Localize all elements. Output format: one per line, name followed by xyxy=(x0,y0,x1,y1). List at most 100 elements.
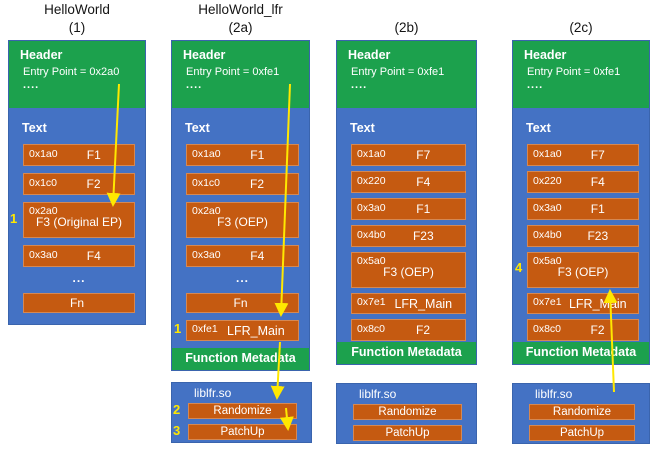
ellipsis: ... xyxy=(72,271,86,285)
library-function-patchup: PatchUp xyxy=(188,424,297,440)
function-address: 0x220 xyxy=(533,174,562,187)
function-name: F3 (OEP) xyxy=(383,265,434,279)
function-list: 0x1a0 F1 0x1c0 F2 0x2a0 F3 (Original EP)… xyxy=(23,144,135,313)
function-row: 0x1a0 F1 xyxy=(186,144,299,166)
function-name: F3 (Original EP) xyxy=(35,215,123,229)
function-address: 0x1a0 xyxy=(357,147,386,160)
library-function-randomize: Randomize xyxy=(529,404,635,420)
function-name: F1 xyxy=(250,148,265,162)
function-row-lfr-main: 0xfe1 LFR_Main xyxy=(186,320,299,341)
variant-label: (2b) xyxy=(394,20,419,35)
function-name: F4 xyxy=(250,249,265,263)
function-row: 0x1a0 F7 xyxy=(527,144,639,166)
function-name: F23 xyxy=(412,229,434,243)
function-name: F7 xyxy=(590,148,605,162)
library-function-patchup: PatchUp xyxy=(353,425,462,441)
function-address: 0x4b0 xyxy=(533,228,562,241)
function-row: 0x3a0 F4 xyxy=(186,245,299,267)
function-row: Fn xyxy=(23,293,135,313)
ellipsis: .... xyxy=(23,79,40,91)
function-address: 0x3a0 xyxy=(533,201,562,214)
step-marker-1: 1 xyxy=(174,321,182,336)
function-metadata-bar: Function Metadata xyxy=(337,342,476,364)
function-name: Fn xyxy=(69,296,84,310)
binary-panel-2b: Header Entry Point = 0xfe1 .... Text 0x1… xyxy=(336,40,477,365)
function-row-lfr-main: 0x7e1 LFR_Main xyxy=(351,293,466,314)
text-section-label: Text xyxy=(350,121,375,135)
text-section-label: Text xyxy=(22,121,47,135)
elf-header-section: Header Entry Point = 0xfe1 .... xyxy=(513,41,649,108)
function-address: 0x3a0 xyxy=(357,201,386,214)
function-name: F1 xyxy=(590,202,605,216)
function-address: 0x2a0 xyxy=(29,205,58,217)
binary-name: HelloWorld_lfr xyxy=(198,2,283,17)
function-row: 0x1a0 F1 xyxy=(23,144,135,166)
function-name: F1 xyxy=(416,202,431,216)
variant-label: (1) xyxy=(68,20,86,35)
function-name: F4 xyxy=(86,249,101,263)
elf-header-section: Header Entry Point = 0xfe1 .... xyxy=(172,41,309,108)
function-address: 0x8c0 xyxy=(357,322,386,335)
liblfr-box-2a: liblfr.so Randomize PatchUp xyxy=(171,382,312,443)
function-address: 0x1c0 xyxy=(192,176,221,189)
function-list: 0x1a0 F7 0x220 F4 0x3a0 F1 0x4b0 F23 0x5… xyxy=(527,144,639,341)
function-list: 0x1a0 F7 0x220 F4 0x3a0 F1 0x4b0 F23 0x5… xyxy=(351,144,466,341)
function-address: 0x1c0 xyxy=(29,176,58,189)
library-function-randomize: Randomize xyxy=(353,404,462,420)
function-name: F1 xyxy=(86,148,101,162)
elf-header-section: Header Entry Point = 0xfe1 .... xyxy=(337,41,476,108)
function-address: 0x7e1 xyxy=(357,296,386,308)
function-row-entry-point: 0x2a0 F3 (Original EP) xyxy=(23,202,135,238)
text-section-label: Text xyxy=(526,121,551,135)
library-name: liblfr.so xyxy=(535,387,573,401)
function-row: 0x1c0 F2 xyxy=(186,173,299,195)
column-title-2c: (2c) xyxy=(512,1,650,37)
function-row: 0x4b0 F23 xyxy=(527,225,639,247)
function-name: F2 xyxy=(416,323,431,337)
function-row-oep: 0x5a0 F3 (OEP) xyxy=(527,252,639,288)
function-name: F2 xyxy=(590,323,605,337)
function-address: 0x220 xyxy=(357,174,386,187)
function-row: 0x220 F4 xyxy=(351,171,466,193)
function-name: LFR_Main xyxy=(568,296,627,311)
function-address: 0xfe1 xyxy=(192,323,218,335)
liblfr-box-2b: liblfr.so Randomize PatchUp xyxy=(336,383,477,444)
function-name: LFR_Main xyxy=(394,296,453,311)
header-label: Header xyxy=(183,48,226,62)
entry-point-value: Entry Point = 0xfe1 xyxy=(527,66,621,78)
variant-label: (2c) xyxy=(569,20,593,35)
function-row: Fn xyxy=(186,293,299,313)
binary-name: HelloWorld xyxy=(44,2,110,17)
column-title-2b: (2b) xyxy=(336,1,477,37)
column-title-2a: HelloWorld_lfr (2a) xyxy=(171,1,310,37)
function-name: F23 xyxy=(587,229,609,243)
library-name: liblfr.so xyxy=(194,386,232,400)
function-address: 0x1a0 xyxy=(533,147,562,160)
function-row: 0x8c0 F2 xyxy=(527,319,639,341)
function-address: 0x3a0 xyxy=(192,248,221,261)
library-function-patchup: PatchUp xyxy=(529,425,635,441)
function-name: F4 xyxy=(416,175,431,189)
function-address: 0x3a0 xyxy=(29,248,58,261)
function-address: 0x4b0 xyxy=(357,228,386,241)
entry-point-value: Entry Point = 0xfe1 xyxy=(351,66,445,78)
function-address: 0x2a0 xyxy=(192,205,221,217)
step-marker-4: 4 xyxy=(515,260,523,275)
function-address: 0x1a0 xyxy=(29,147,58,160)
step-marker-2: 2 xyxy=(173,402,181,417)
function-address: 0x5a0 xyxy=(533,255,562,267)
function-row-oep: 0x2a0 F3 (OEP) xyxy=(186,202,299,238)
library-function-randomize: Randomize xyxy=(188,403,297,419)
elf-header-section: Header Entry Point = 0x2a0 .... xyxy=(9,41,145,108)
header-label: Header xyxy=(348,48,391,62)
header-label: Header xyxy=(524,48,567,62)
binary-panel-2c: Header Entry Point = 0xfe1 .... Text 0x1… xyxy=(512,40,650,365)
variant-label: (2a) xyxy=(228,20,253,35)
liblfr-box-2c: liblfr.so Randomize PatchUp xyxy=(512,383,650,444)
function-name: Fn xyxy=(233,296,248,310)
function-row: 0x3a0 F1 xyxy=(351,198,466,220)
function-row: 0x1c0 F2 xyxy=(23,173,135,195)
function-metadata-bar: Function Metadata xyxy=(513,342,649,364)
function-address: 0x8c0 xyxy=(533,322,562,335)
